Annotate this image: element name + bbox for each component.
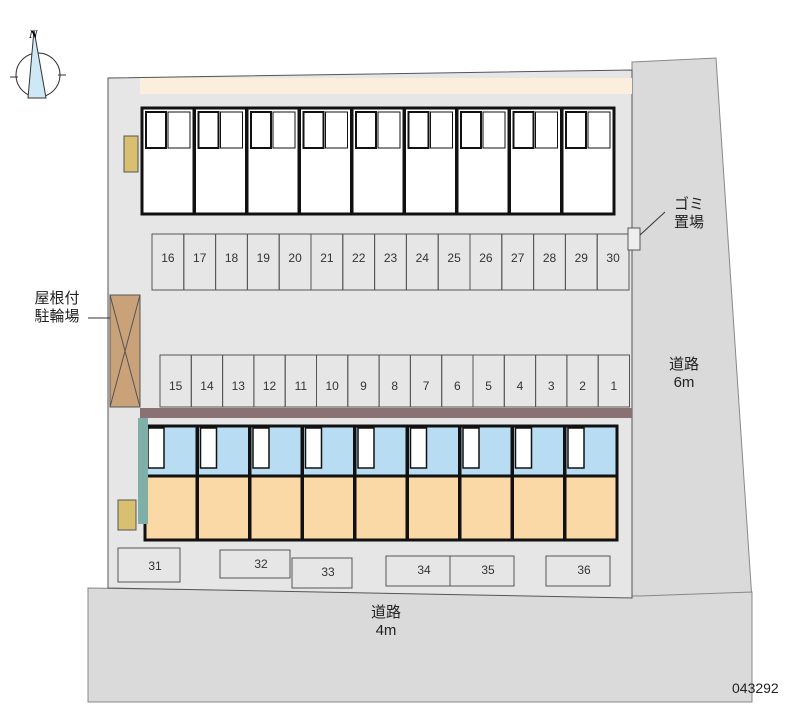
bike-shed [109, 294, 141, 408]
unit-south [406, 424, 461, 542]
unit-north [245, 106, 301, 216]
parking-number: 10 [325, 379, 339, 393]
parking-number: 35 [481, 563, 495, 577]
parking-number: 11 [295, 379, 308, 393]
parking-space [597, 354, 631, 408]
garbage-label-line2: 置場 [673, 214, 704, 231]
parking-number: 21 [320, 251, 334, 265]
unit-south [196, 424, 251, 542]
garbage-label-line1: ゴミ [673, 196, 704, 213]
unit-north [455, 106, 511, 216]
road-east-label: 道路 6m [656, 356, 712, 392]
parking-number: 33 [321, 565, 335, 579]
parking-number: 31 [148, 559, 162, 573]
parking-number: 12 [263, 379, 277, 393]
parking-space [449, 555, 515, 587]
parking-row-middle: 15 14 13 12 11 10 9 8 7 6 5 4 3 2 1 [159, 354, 631, 408]
parking-number: 3 [548, 379, 555, 393]
parking-row-north: 16 17 18 19 20 21 22 23 24 25 26 27 28 29 30 [151, 233, 630, 291]
parking-number: 24 [416, 251, 430, 265]
parking-number: 19 [257, 251, 271, 265]
parking-number: 15 [169, 379, 183, 393]
road-east-label-line1: 道路 [668, 356, 699, 373]
property-id: 043292 [732, 680, 779, 696]
storage-box [123, 135, 139, 173]
garbage-box [627, 227, 641, 251]
parking-space [596, 233, 630, 291]
parking-number: 9 [360, 379, 367, 393]
parking-number: 6 [454, 379, 461, 393]
unit-north [350, 106, 406, 216]
unit-south [301, 424, 356, 542]
parking-number: 29 [575, 251, 589, 265]
north-compass-icon: N [10, 27, 66, 99]
parking-number: 34 [417, 563, 431, 577]
building-north [140, 106, 616, 216]
unit-south [248, 424, 304, 542]
unit-south [143, 424, 199, 542]
unit-south [563, 424, 619, 542]
parking-number: 17 [193, 251, 207, 265]
top-band [140, 78, 632, 94]
parking-number: 36 [577, 563, 591, 577]
unit-south [353, 424, 409, 542]
unit-north [193, 106, 248, 216]
parking-number: 1 [611, 379, 618, 393]
parking-number: 32 [254, 557, 268, 571]
parking-number: 2 [579, 379, 586, 393]
building-south [117, 418, 619, 542]
parking-number: 4 [517, 379, 524, 393]
parking-number: 13 [232, 379, 246, 393]
parking-number: 5 [485, 379, 492, 393]
parking-number: 18 [225, 251, 239, 265]
road-east [631, 57, 753, 613]
parking-number: 25 [447, 251, 461, 265]
unit-north [140, 106, 196, 216]
unit-north [298, 106, 353, 216]
bike-shed-label-line2: 駐輪場 [34, 308, 80, 325]
parking-number: 7 [423, 379, 430, 393]
unit-north [403, 106, 458, 216]
unit-south [511, 424, 566, 542]
road-south-label-line1: 道路 [370, 604, 401, 621]
unit-north [508, 106, 563, 216]
parking-row-south: 31 32 33 34 35 36 [117, 547, 611, 589]
parking-space [545, 555, 611, 587]
bike-shed-label: 屋根付 駐輪場 [22, 290, 92, 326]
parking-number: 16 [161, 251, 175, 265]
parking-number: 26 [479, 251, 493, 265]
eave-band [140, 408, 632, 418]
road-south [87, 587, 753, 703]
parking-space [219, 549, 291, 579]
parking-number: 27 [511, 251, 525, 265]
parking-space [117, 547, 181, 583]
garbage-label: ゴミ 置場 [664, 196, 714, 232]
unit-south [458, 424, 514, 542]
road-south-label-line2: 4m [375, 622, 397, 639]
parking-number: 30 [606, 251, 620, 265]
parking-number: 22 [352, 251, 366, 265]
road-east-label-line2: 6m [673, 374, 695, 391]
road-south-label: 道路 4m [358, 604, 414, 640]
parking-number: 20 [288, 251, 302, 265]
unit-north [560, 106, 616, 216]
parking-number: 28 [543, 251, 557, 265]
parking-number: 8 [391, 379, 398, 393]
parking-space [291, 557, 353, 589]
parking-number: 14 [200, 379, 214, 393]
bike-shed-label-line1: 屋根付 [34, 290, 80, 307]
parking-number: 23 [384, 251, 398, 265]
north-label: N [28, 27, 39, 41]
